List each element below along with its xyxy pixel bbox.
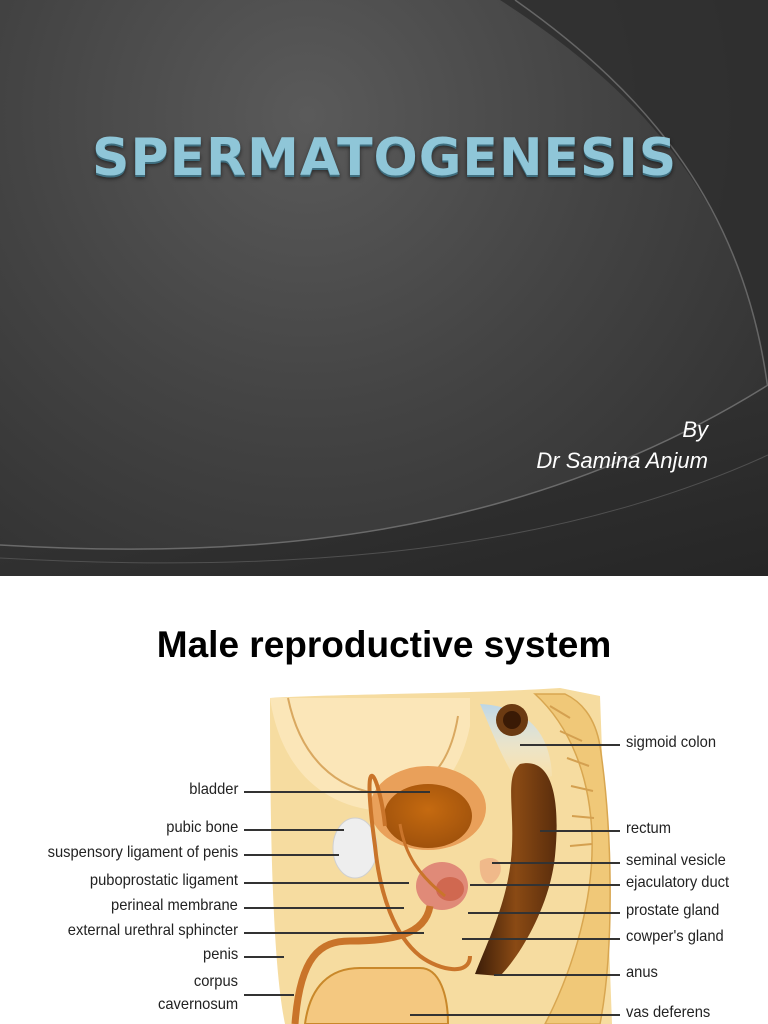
label-vas-deferens: vas deferens xyxy=(626,1004,711,1021)
leader-sigmoid-colon xyxy=(520,744,620,746)
label-penis: penis xyxy=(202,946,238,963)
presentation-title: SPERMATOGENESIS xyxy=(92,128,678,188)
leader-pubic-bone xyxy=(244,829,344,831)
leader-suspensory-ligament xyxy=(244,854,339,856)
label-cavernosum: cavernosum xyxy=(157,996,238,1013)
label-sigmoid-colon: sigmoid colon xyxy=(626,734,717,751)
anatomy-slide: Male reproductive system xyxy=(0,576,768,1024)
title-slide: SPERMATOGENESIS By Dr Samina Anjum xyxy=(0,0,768,576)
background-swoosh xyxy=(0,0,768,576)
label-anus: anus xyxy=(626,964,658,981)
leader-rectum xyxy=(540,830,620,832)
label-cowpers-gland: cowper's gland xyxy=(626,928,724,945)
leader-external-urethral-sphincter xyxy=(244,932,424,934)
leader-cowpers-gland xyxy=(462,938,620,940)
label-pubic-bone: pubic bone xyxy=(165,819,238,836)
leader-anus xyxy=(494,974,620,976)
male-reproductive-diagram xyxy=(270,688,612,1024)
byline: By Dr Samina Anjum xyxy=(536,414,708,476)
leader-vas-deferens xyxy=(410,1014,620,1016)
label-suspensory-ligament: suspensory ligament of penis xyxy=(47,844,238,861)
leader-perineal-membrane xyxy=(244,907,404,909)
leader-ejaculatory-duct xyxy=(470,884,620,886)
label-prostate-gland: prostate gland xyxy=(626,902,720,919)
label-bladder: bladder xyxy=(188,781,238,798)
label-puboprostatic-ligament: puboprostatic ligament xyxy=(89,872,238,889)
label-rectum: rectum xyxy=(626,820,671,837)
author-name: Dr Samina Anjum xyxy=(536,448,708,473)
leader-bladder xyxy=(244,791,430,793)
label-ejaculatory-duct: ejaculatory duct xyxy=(626,874,730,891)
leader-seminal-vesicle xyxy=(492,862,620,864)
label-perineal-membrane: perineal membrane xyxy=(111,897,238,914)
leader-puboprostatic-ligament xyxy=(244,882,409,884)
byline-by: By xyxy=(682,417,708,442)
leader-penis xyxy=(244,956,284,958)
label-external-urethral-sphincter: external urethral sphincter xyxy=(67,922,238,939)
leader-corpus-cavernosum xyxy=(244,994,294,996)
label-corpus: corpus xyxy=(193,973,238,990)
label-seminal-vesicle: seminal vesicle xyxy=(626,852,726,869)
leader-prostate-gland xyxy=(468,912,620,914)
slide-title: Male reproductive system xyxy=(156,624,612,665)
